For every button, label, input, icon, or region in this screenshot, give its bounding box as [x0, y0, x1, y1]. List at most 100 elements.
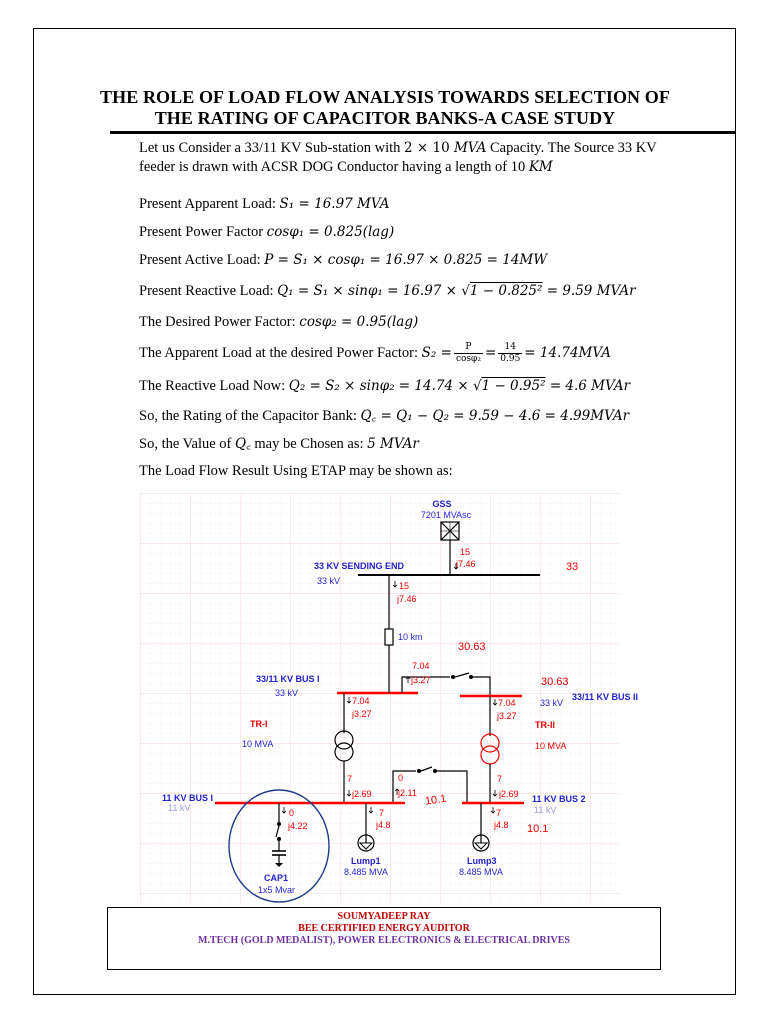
eq-expr: = 9.59 MVAr [542, 283, 636, 299]
lumped-load-icon[interactable] [357, 834, 375, 852]
eq-label: Present Apparent Load: [139, 196, 280, 212]
eq-label: Present Reactive Load: [139, 283, 278, 299]
bus11b-name: 11 KV BUS 2 [532, 794, 586, 804]
tr2-name: TR-II [535, 720, 555, 730]
line-flow-q: j7.46 [396, 594, 417, 604]
tr1-flow-p: 7.04 [352, 696, 370, 706]
bus2-voltage: 30.63 [541, 676, 569, 688]
eq-expr: = 4.6 MVAr [545, 378, 631, 394]
gss-flow-p: 15 [460, 547, 470, 557]
capacitor-icon[interactable] [272, 850, 286, 867]
bus1-voltage: 30.63 [458, 641, 486, 653]
title-line-1: THE ROLE OF LOAD FLOW ANALYSIS TOWARDS S… [100, 87, 670, 107]
lv-tie-breaker[interactable] [417, 766, 437, 773]
frac-num: 14 [498, 342, 523, 354]
bus11b-voltage: 10.1 [527, 823, 548, 835]
bus-33kv-name: 33 KV SENDING END [314, 561, 405, 571]
lv-tie-flow-q: j2.11 [397, 788, 417, 798]
flow-arrow-icon [490, 807, 496, 814]
lump3-flow-q: j4.8 [493, 820, 509, 830]
eq-label: So, the Value of [139, 436, 235, 452]
intro-text: feeder is drawn with ACSR DOG Conductor … [139, 159, 529, 175]
eq-apparent-desired: The Apparent Load at the desired Power F… [139, 342, 611, 365]
eq-power-factor: Present Power Factor cosφ₁ = 0.825(lag) [139, 223, 394, 241]
tr2-flow-q: j3.27 [496, 711, 517, 721]
bus11b-kv: 11 kV [534, 805, 556, 815]
gss-rating: 7201 MVAsc [421, 510, 472, 520]
eq-expr: 5 MVAr [367, 436, 419, 452]
lump1-rating: 8.485 MVA [344, 867, 388, 877]
tie-flow-q: j3.27 [410, 675, 431, 685]
flow-arrow-icon [368, 807, 374, 814]
page-border [33, 28, 736, 995]
bus-33kv-kv: 33 kV [317, 576, 340, 586]
cap-breaker[interactable] [275, 822, 281, 841]
eq-expr: Q₁ = S₁ × sinφ₁ = 16.97 × √ [277, 283, 470, 299]
bus-tie-33 [401, 676, 450, 693]
flow-arrow-icon [281, 807, 287, 814]
intro-line-1: Let us Consider a 33/11 KV Sub-station w… [139, 139, 657, 157]
intro-math-unit: KM [528, 159, 553, 175]
flow-arrow-icon [394, 788, 400, 795]
eq-expr: Q₂ = S₂ × sinφ₂ = 14.74 × √ [288, 378, 482, 394]
eq-expr: S₂ = [421, 344, 452, 361]
grid-source-icon[interactable] [440, 521, 460, 541]
frac-num: P [453, 342, 483, 354]
lumped-load-icon[interactable] [472, 834, 490, 852]
eq-label: The Apparent Load at the desired Power F… [139, 344, 422, 361]
eq-reactive-load: Present Reactive Load: Q₁ = S₁ × sinφ₁ =… [139, 282, 636, 300]
lump3-rating: 8.485 MVA [459, 867, 503, 877]
flow-arrow-icon [346, 697, 352, 704]
eq-expr-root: 1 − 0.95² [481, 378, 546, 394]
lv-bus-tie-b [437, 770, 468, 803]
cap-rating: 1x5 Mvar [258, 885, 295, 895]
eq-expr-root: 1 − 0.825² [469, 283, 543, 299]
tie-flow-p: 7.04 [412, 661, 430, 671]
eq-expr: cosφ₁ = 0.825(lag) [266, 224, 395, 240]
tr2-flow-p: 7.04 [498, 698, 516, 708]
title-rule [110, 131, 736, 134]
lump3-name: Lump3 [467, 856, 497, 866]
title-line-2: THE RATING OF CAPACITOR BANKS-A CASE STU… [154, 108, 616, 128]
tr1-rating: 10 MVA [242, 739, 273, 749]
lump1-flow-q: j4.8 [375, 820, 391, 830]
lump1-flow-p: 7 [379, 808, 384, 818]
tr2-lv-flow-q: j2.69 [498, 789, 519, 799]
line-length: 10 km [398, 632, 423, 642]
flow-arrow-icon [405, 676, 411, 683]
flow-arrow-icon [492, 699, 498, 706]
capacitor-highlight-ellipse [228, 789, 330, 903]
author-footer: SOUMYADEEP RAY BEE CERTIFIED ENERGY AUDI… [107, 907, 661, 970]
tr2-rating: 10 MVA [535, 741, 566, 751]
eq-label: Present Active Load: [139, 252, 265, 268]
tr1-name: TR-I [250, 719, 268, 729]
tr1-lv-flow-p: 7 [347, 774, 352, 784]
eq-label: The Desired Power Factor: [139, 314, 300, 330]
author-certification: BEE CERTIFIED ENERGY AUDITOR [298, 923, 470, 934]
bus11a-voltage: 10.1 [424, 793, 447, 808]
author-name: SOUMYADEEP RAY [337, 911, 431, 922]
flow-arrow-icon [492, 790, 498, 797]
lv-bus-tie [392, 770, 416, 803]
etap-intro: The Load Flow Result Using ETAP may be s… [139, 463, 453, 479]
gss-name: GSS [432, 499, 451, 509]
bus1-name: 33/11 KV BUS I [256, 674, 320, 684]
intro-math-unit: MVA [453, 140, 487, 156]
eq-expr: S₁ = 16.97 MVA [279, 196, 390, 212]
eq-label: may be Chosen as: [250, 436, 368, 452]
bus2-name: 33/11 KV BUS II [572, 692, 638, 702]
bus11a-kv: 11 kV [168, 803, 190, 813]
gss-flow-q: j7.46 [455, 559, 476, 569]
flow-arrow-icon [453, 563, 459, 570]
lump3-flow-p: 7 [496, 808, 501, 818]
eq-expr: cosφ₂ = 0.95(lag) [299, 314, 419, 330]
eq-label: So, the Rating of the Capacitor Bank: [139, 408, 361, 424]
eq-expr: P = S₁ × cosφ₁ = 16.97 × 0.825 = 14MW [264, 252, 548, 268]
flow-arrow-icon [346, 790, 352, 797]
bus11a-name: 11 KV BUS I [162, 793, 213, 803]
line-impedance-icon[interactable] [384, 628, 394, 646]
eq-apparent-load: Present Apparent Load: S₁ = 16.97 MVA [139, 195, 389, 213]
bus-tie-breaker[interactable] [451, 672, 473, 679]
